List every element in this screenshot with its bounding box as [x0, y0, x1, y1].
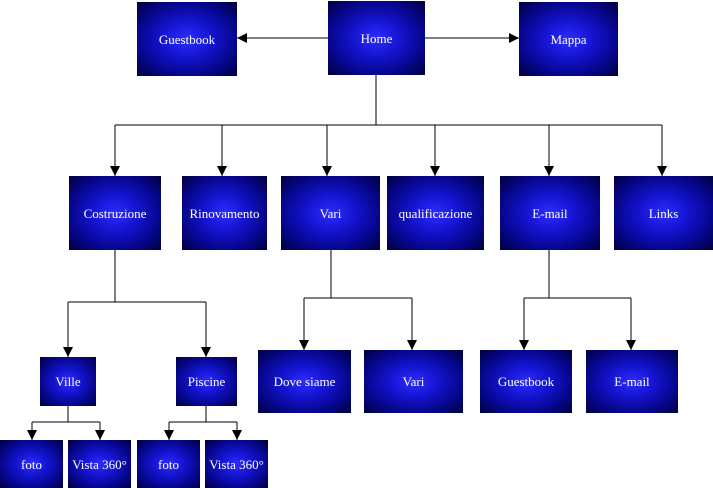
- node-guestbook-top[interactable]: Guestbook: [137, 2, 237, 76]
- node-foto-piscine[interactable]: foto: [137, 440, 200, 488]
- node-mappa[interactable]: Mappa: [519, 2, 618, 76]
- node-qualificazione[interactable]: qualificazione: [387, 176, 484, 250]
- node-email[interactable]: E-mail: [500, 176, 600, 250]
- node-email-sub[interactable]: E-mail: [586, 350, 678, 413]
- node-dove-siame[interactable]: Dove siame: [258, 350, 351, 413]
- node-links[interactable]: Links: [614, 176, 713, 250]
- node-rinovamento[interactable]: Rinovamento: [182, 176, 267, 250]
- node-vista-ville[interactable]: Vista 360°: [68, 440, 131, 488]
- node-ville[interactable]: Ville: [40, 357, 96, 406]
- node-foto-ville[interactable]: foto: [0, 440, 63, 488]
- node-guestbook-sub[interactable]: Guestbook: [480, 350, 572, 413]
- node-vari-sub[interactable]: Vari: [364, 350, 463, 413]
- node-home[interactable]: Home: [328, 1, 425, 75]
- node-vari[interactable]: Vari: [281, 176, 380, 250]
- node-piscine[interactable]: Piscine: [176, 357, 237, 406]
- node-vista-piscine[interactable]: Vista 360°: [205, 440, 268, 488]
- node-costruzione[interactable]: Costruzione: [69, 176, 161, 250]
